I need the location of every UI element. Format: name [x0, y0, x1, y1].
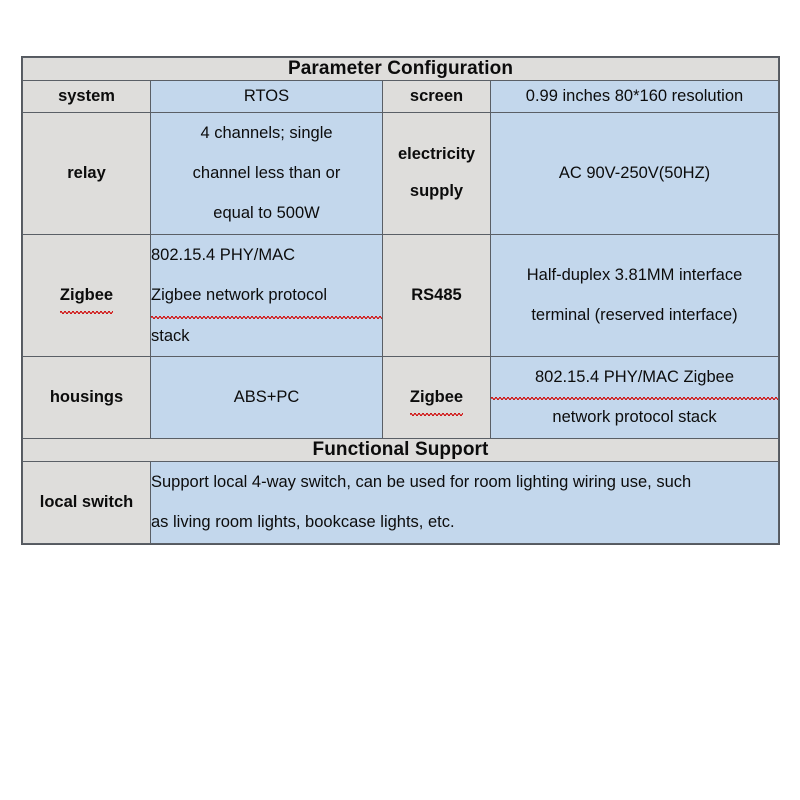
row-label-housings: housings — [22, 356, 151, 439]
row-label-screen: screen — [382, 80, 491, 113]
text-line: Zigbee network protocol — [151, 275, 382, 320]
table-row: system RTOS screen 0.99 inches 80*160 re… — [22, 80, 779, 113]
row-label-relay: relay — [22, 111, 151, 235]
text-line: Support local 4-way switch, can be used … — [151, 472, 692, 491]
misspelled-word-phymac-zigbee: 802.15.4 PHY/MAC Zigbee — [491, 357, 778, 401]
text-line: network protocol stack — [552, 408, 717, 427]
table-section-header-row: Functional Support — [22, 437, 779, 462]
row-label-zigbee-2: Zigbee — [382, 356, 491, 439]
row-value-system: RTOS — [150, 80, 383, 113]
row-label-zigbee: Zigbee — [22, 233, 151, 358]
row-value-relay: 4 channels; single channel less than or … — [150, 111, 383, 235]
text-line: 802.15.4 PHY/MAC — [151, 245, 295, 264]
misspelled-word-zigbee-network-protocol: Zigbee network protocol — [151, 275, 382, 320]
row-label-electricity-supply: electricity supply — [382, 111, 491, 235]
table-section-header-row: Parameter Configuration — [22, 57, 779, 81]
text-line: stack — [151, 326, 190, 345]
row-label-rs485: RS485 — [382, 233, 491, 358]
text-line: terminal (reserved interface) — [531, 306, 738, 325]
text-line: electricity — [397, 145, 476, 164]
misspelled-word-zigbee: Zigbee — [409, 382, 464, 416]
row-value-rs485: Half-duplex 3.81MM interface terminal (r… — [490, 233, 779, 358]
row-value-zigbee: 802.15.4 PHY/MAC Zigbee network protocol… — [150, 233, 383, 358]
row-value-zigbee-2: 802.15.4 PHY/MAC Zigbee network protocol… — [490, 356, 779, 439]
row-value-screen: 0.99 inches 80*160 resolution — [490, 80, 779, 113]
text-line: as living room lights, bookcase lights, … — [151, 513, 455, 532]
table-row: relay 4 channels; single channel less th… — [22, 111, 779, 235]
text-line: 4 channels; single — [200, 123, 333, 142]
text-line: 802.15.4 PHY/MAC Zigbee — [491, 357, 778, 401]
table-row: housings ABS+PC Zigbee 802.15.4 PHY/MAC … — [22, 356, 779, 439]
row-value-local-switch: Support local 4-way switch, can be used … — [150, 460, 779, 544]
row-label-local-switch: local switch — [22, 460, 151, 544]
specification-table: Parameter Configuration system RTOS scre… — [22, 57, 779, 544]
misspelled-word-zigbee: Zigbee — [59, 280, 114, 314]
row-value-electricity-supply: AC 90V-250V(50HZ) — [490, 111, 779, 235]
section-header-functional-support: Functional Support — [22, 437, 779, 462]
table-row: Zigbee 802.15.4 PHY/MAC Zigbee network p… — [22, 233, 779, 358]
row-label-system: system — [22, 80, 151, 113]
table-row: local switch Support local 4-way switch,… — [22, 460, 779, 544]
text-line: Half-duplex 3.81MM interface — [526, 265, 743, 284]
text-line: equal to 500W — [213, 204, 320, 223]
text-line: supply — [409, 182, 464, 201]
text-line: channel less than or — [192, 163, 341, 182]
row-value-housings: ABS+PC — [150, 356, 383, 439]
section-header-parameter-configuration: Parameter Configuration — [22, 57, 779, 81]
